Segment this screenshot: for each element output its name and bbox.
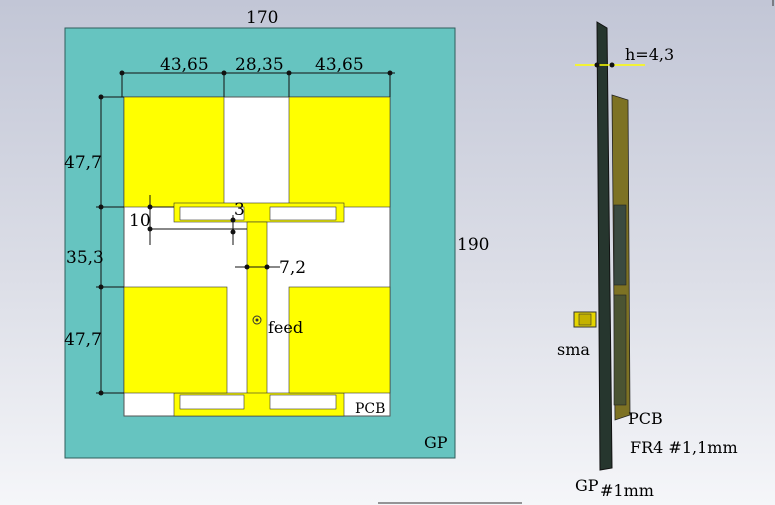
fr4-label: FR4 #1,1mm bbox=[630, 438, 738, 457]
dim-middle-gap-label: 35,3 bbox=[66, 248, 104, 268]
side-height-label: h=4,3 bbox=[625, 45, 675, 64]
width-label: 170 bbox=[246, 8, 279, 28]
dim-bottom-patch-label: 47,7 bbox=[64, 330, 102, 350]
side-gp-label: GP bbox=[575, 476, 599, 495]
dimension-markers bbox=[98, 70, 393, 396]
feed-line bbox=[246, 221, 268, 413]
sma-connector-icon bbox=[573, 311, 597, 328]
dim-top-patch-label: 47,7 bbox=[64, 153, 102, 173]
pcb-label: PCB bbox=[355, 401, 386, 417]
dim-three-label: 3 bbox=[234, 200, 245, 220]
side-pcb-dark-2 bbox=[613, 294, 627, 406]
dim-left-label: 43,65 bbox=[160, 55, 209, 75]
patch-top-right bbox=[288, 96, 391, 208]
pcb-corner bbox=[126, 395, 172, 415]
feed-point-icon bbox=[252, 315, 262, 325]
gp-thickness-label: #1mm bbox=[600, 481, 654, 500]
side-pcb-dark bbox=[613, 204, 627, 286]
slot-upper-left bbox=[179, 206, 245, 221]
dim-mid-label: 28,35 bbox=[235, 55, 284, 75]
height-label: 190 bbox=[457, 235, 490, 255]
dimension-lines bbox=[96, 72, 395, 394]
dim-feedline-label: 7,2 bbox=[279, 258, 307, 278]
side-pcb-label: PCB bbox=[628, 409, 663, 428]
slot-lower-left bbox=[179, 394, 245, 410]
gp-label: GP bbox=[424, 433, 448, 452]
patch-bottom-left bbox=[123, 286, 228, 394]
sma-label: sma bbox=[557, 340, 590, 359]
dim-right-label: 43,65 bbox=[315, 55, 364, 75]
side-view bbox=[573, 21, 645, 471]
slots bbox=[179, 206, 337, 410]
dim-ten-label: 10 bbox=[129, 211, 151, 231]
copper-pattern bbox=[123, 96, 391, 417]
side-ground-plate bbox=[596, 21, 613, 471]
slot-lower-right bbox=[269, 394, 337, 410]
feed-label: feed bbox=[268, 318, 304, 337]
slot-upper-right bbox=[269, 206, 337, 221]
patch-top-left bbox=[123, 96, 225, 208]
patch-bottom-right bbox=[288, 286, 391, 394]
